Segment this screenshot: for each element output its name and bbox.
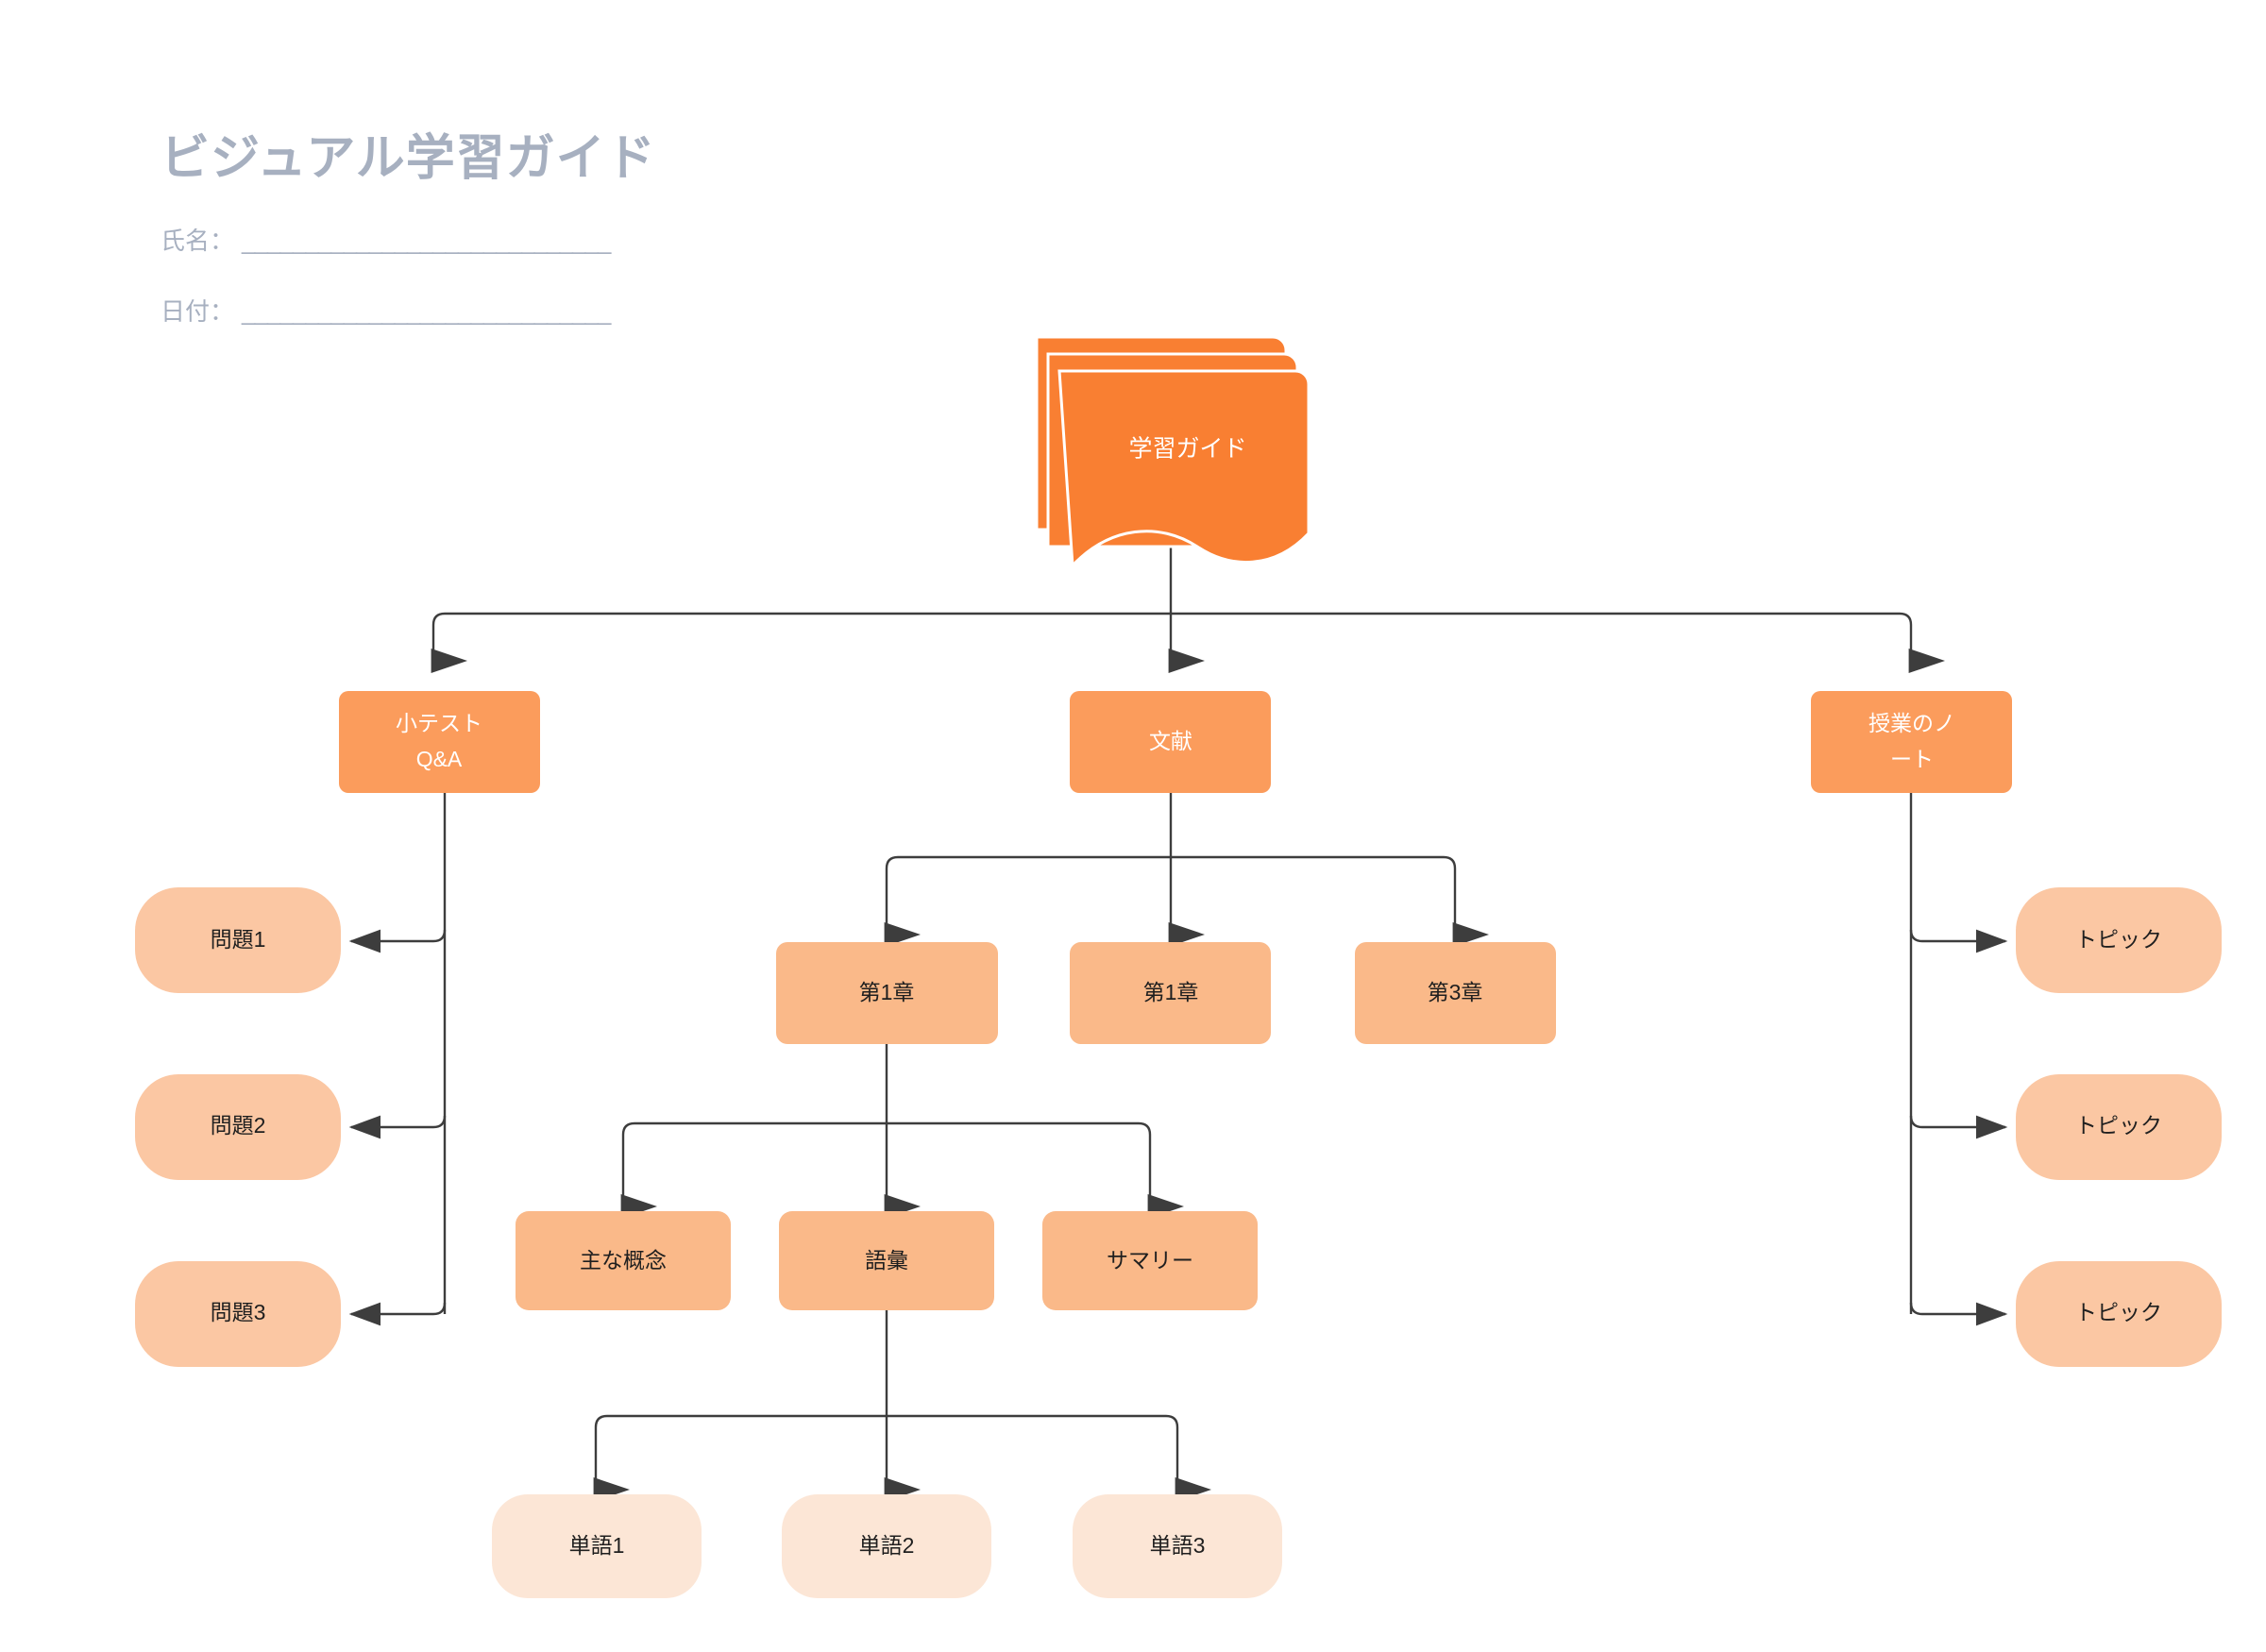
node-question-2[interactable]: 問題2 <box>135 1074 341 1180</box>
topic-1-label: トピック <box>2075 927 2162 952</box>
vocabulary-label: 語彙 <box>865 1248 908 1273</box>
edges-quiz-to-questions <box>348 793 447 1326</box>
edge-notes-to-topic-3 <box>1909 1302 2008 1326</box>
page-title: ビジュアル学習ガイド <box>161 131 656 186</box>
node-summary[interactable]: サマリー <box>1042 1211 1258 1310</box>
quiz-box <box>339 691 540 793</box>
name-field-input[interactable]: _____________________________ <box>242 227 611 256</box>
node-chapter-2[interactable]: 第1章 <box>1070 942 1271 1044</box>
edge-chapter-to-summary <box>887 1121 1184 1219</box>
question-3-label: 問題3 <box>211 1300 266 1324</box>
name-field-label: 氏名： <box>161 227 235 256</box>
class-notes-box <box>1811 691 2012 793</box>
chapter-3-label: 第3章 <box>1428 980 1483 1004</box>
topic-3-pill <box>2016 1261 2222 1367</box>
node-level2-class-notes[interactable]: 授業のノ ート <box>1811 691 2012 793</box>
chapter-3-box <box>1355 942 1556 1044</box>
date-field-label: 日付： <box>161 297 235 327</box>
topic-1-pill <box>2016 887 2222 993</box>
edges-vocabulary-to-words <box>593 1310 1211 1502</box>
chapter-1-box <box>776 942 998 1044</box>
summary-label: サマリー <box>1107 1248 1193 1273</box>
edge-root-to-quiz <box>431 612 1171 673</box>
key-concepts-box <box>516 1211 731 1310</box>
edge-quiz-to-question-2 <box>348 1115 447 1139</box>
edge-reading-to-chapter-3 <box>1171 855 1489 947</box>
node-key-concepts[interactable]: 主な概念 <box>516 1211 731 1310</box>
header-block: ビジュアル学習ガイド 氏名： _________________________… <box>161 131 656 328</box>
node-topic-3[interactable]: トピック <box>2016 1261 2222 1367</box>
node-word-2[interactable]: 単語2 <box>782 1494 991 1598</box>
chapter-2-label: 第1章 <box>1143 980 1199 1004</box>
node-word-3[interactable]: 単語3 <box>1073 1494 1282 1598</box>
topic-3-label: トピック <box>2075 1300 2162 1324</box>
edge-root-to-notes <box>1171 612 1945 673</box>
node-topic-1[interactable]: トピック <box>2016 887 2222 993</box>
date-field-input[interactable]: _____________________________ <box>242 297 611 327</box>
name-field-row: 氏名： _____________________________ <box>161 222 656 257</box>
edge-vocabulary-to-word-3 <box>887 1414 1211 1502</box>
key-concepts-label: 主な概念 <box>580 1248 667 1273</box>
root-stack-front <box>1057 369 1311 569</box>
edge-notes-to-topic-1 <box>1909 929 2008 953</box>
class-notes-label-line1: 授業のノ <box>1869 711 1955 735</box>
node-vocabulary[interactable]: 語彙 <box>779 1211 994 1310</box>
root-label: 学習ガイド <box>1128 436 1246 463</box>
chapter-2-box <box>1070 942 1271 1044</box>
quiz-label-line2: Q&A <box>416 747 463 771</box>
node-chapter-3[interactable]: 第3章 <box>1355 942 1556 1044</box>
date-field-row: 日付： _____________________________ <box>161 293 656 328</box>
edge-quiz-to-question-1 <box>348 929 447 953</box>
word-2-box <box>782 1494 991 1598</box>
question-1-label: 問題1 <box>211 927 266 952</box>
word-2-label: 単語2 <box>859 1533 915 1558</box>
vocabulary-box <box>779 1211 994 1310</box>
word-3-box <box>1073 1494 1282 1598</box>
node-level2-quiz[interactable]: 小テスト Q&A <box>339 691 540 793</box>
node-level2-reading[interactable]: 文献 <box>1070 691 1271 793</box>
node-root-study-guide[interactable]: 学習ガイド <box>1035 335 1311 569</box>
word-1-label: 単語1 <box>569 1533 625 1558</box>
class-notes-label-line2: ート <box>1890 747 1934 771</box>
node-question-3[interactable]: 問題3 <box>135 1261 341 1367</box>
edge-vocabulary-to-word-1 <box>593 1414 887 1502</box>
question-1-pill <box>135 887 341 993</box>
node-topic-2[interactable]: トピック <box>2016 1074 2222 1180</box>
edge-chapter-to-key-concepts <box>620 1121 887 1219</box>
edge-reading-to-chapter-1 <box>884 855 1171 947</box>
chapter-1-label: 第1章 <box>859 980 915 1004</box>
summary-box <box>1042 1211 1258 1310</box>
edges-reading-to-chapters <box>884 793 1489 947</box>
edge-quiz-to-question-3 <box>348 1302 447 1326</box>
word-3-label: 単語3 <box>1150 1533 1206 1558</box>
topic-2-label: トピック <box>2075 1113 2162 1138</box>
edges-notes-to-topics <box>1909 793 2008 1326</box>
node-word-1[interactable]: 単語1 <box>492 1494 702 1598</box>
node-chapter-1[interactable]: 第1章 <box>776 942 998 1044</box>
node-question-1[interactable]: 問題1 <box>135 887 341 993</box>
topic-2-pill <box>2016 1074 2222 1180</box>
question-3-pill <box>135 1261 341 1367</box>
edges-chapter-to-subtopics <box>620 1043 1184 1219</box>
reading-label: 文献 <box>1149 729 1192 753</box>
question-2-label: 問題2 <box>211 1113 266 1138</box>
edges-root-to-level2 <box>431 538 1945 673</box>
question-2-pill <box>135 1074 341 1180</box>
quiz-label-line1: 小テスト <box>396 711 482 735</box>
reading-box <box>1070 691 1271 793</box>
word-1-box <box>492 1494 702 1598</box>
edge-notes-to-topic-2 <box>1909 1115 2008 1139</box>
